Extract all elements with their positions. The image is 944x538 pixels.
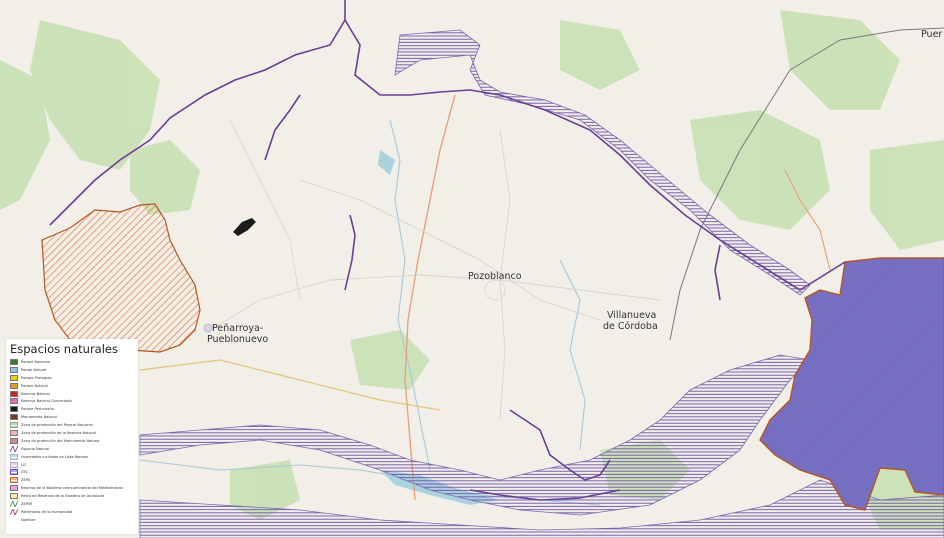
legend-item-label: Parque Natural <box>21 383 48 388</box>
legend-item: LIC <box>10 461 134 469</box>
legend-item: Reserva Natural Concertada <box>10 397 134 405</box>
legend-item-label: Monumento Natural <box>21 415 57 420</box>
legend-item: Reserva de la Biosfera Intercontinental … <box>10 484 134 492</box>
legend-swatch <box>10 517 18 523</box>
legend-item: ZEPA <box>10 476 134 484</box>
legend-item-label: LIC <box>21 462 27 467</box>
legend-item: Paisaje Protegido <box>10 374 134 382</box>
legend-swatch <box>10 406 18 413</box>
legend-item-label: Reserva Natural Concertada <box>21 399 72 404</box>
legend-swatch <box>10 453 18 460</box>
legend-item: ZEPIM <box>9 499 134 509</box>
parque-periurbano <box>233 218 256 236</box>
legend-item-label: Parque Periurbano <box>21 407 54 412</box>
legend-swatch <box>10 374 18 381</box>
legend-item: Resto de Reservas de la Biosfera de Anda… <box>10 492 134 500</box>
legend-swatch <box>9 499 19 509</box>
place-labels: Pozoblanco Villanueva de Córdoba Peñarro… <box>207 29 942 345</box>
legend-swatch <box>9 444 19 453</box>
legend-swatch <box>10 485 18 492</box>
legend-swatch <box>10 422 18 429</box>
legend-item: Nombre <box>10 516 134 524</box>
legend-swatch <box>9 507 19 516</box>
town-marker-penarroya <box>203 323 213 333</box>
legend-item-label: ZEPA <box>21 478 31 483</box>
legend-item-label: Patrimonio de la Humanidad <box>21 509 73 514</box>
legend-swatch <box>10 429 18 436</box>
legend-item-label: Paisaje Protegido <box>21 375 52 380</box>
town-marker-pozoblanco <box>484 279 506 301</box>
place-label-puer: Puer <box>921 29 942 40</box>
legend-item-label: Humedales incluidos en Lista Ramsar <box>21 454 89 459</box>
place-label-pozoblanco: Pozoblanco <box>468 271 522 282</box>
legend-swatch <box>10 461 18 468</box>
legend-swatch <box>10 366 18 373</box>
legend-item: Paraje Natural <box>10 366 134 374</box>
legend-swatch <box>10 493 18 500</box>
legend-item: Reserva Natural <box>10 390 134 398</box>
legend-item: Zona de protección del Monumento Natural <box>10 437 134 445</box>
legend-swatch <box>10 469 18 476</box>
legend-title: Espacios naturales <box>10 342 118 356</box>
legend-item: Espacio Natural <box>9 444 134 453</box>
legend-swatch <box>10 390 18 397</box>
legend-swatch <box>10 398 18 405</box>
zec-zone-east <box>759 257 944 511</box>
legend-item-label: Resto de Reservas de la Biosfera de Anda… <box>21 494 105 499</box>
place-label-pueblonuevo: Pueblonuevo <box>207 334 268 345</box>
legend-item: Monumento Natural <box>10 413 134 421</box>
legend-swatch <box>10 437 18 444</box>
lic-zones <box>139 29 944 538</box>
place-label-de-cordoba: de Córdoba <box>603 321 658 332</box>
roads <box>139 27 944 501</box>
legend-item: Parque Periurbano <box>10 405 134 413</box>
legend-item-label: ZEC <box>21 470 29 475</box>
legend-swatch <box>10 382 18 389</box>
legend-item: Parque Natural <box>10 382 134 390</box>
espacio-natural-boundaries <box>49 0 846 501</box>
legend-swatch <box>10 358 18 365</box>
place-label-villanueva: Villanueva <box>607 310 656 321</box>
legend-item-label: Zona de protección del Monumento Natural <box>21 438 100 443</box>
legend-item-label: Zona de protección de la Reserva Natural <box>21 430 96 435</box>
legend-item-label: Parque Nacional <box>21 359 51 364</box>
legend-item-label: ZEPIM <box>21 501 33 506</box>
legend-item-label: Paraje Natural <box>21 367 47 372</box>
legend-item-label: Reserva de la Biosfera Intercontinental … <box>21 486 123 491</box>
legend-item: Humedales incluidos en Lista Ramsar <box>10 453 134 461</box>
legend-item: Zona de protección del Parque Nacional <box>10 421 134 429</box>
place-label-penarroya: Peñarroya- <box>212 323 263 334</box>
legend-item-label: Nombre <box>21 517 36 522</box>
legend-item-label: Espacio Natural <box>21 446 50 451</box>
legend-item: Patrimonio de la Humanidad <box>9 507 134 516</box>
legend-item: Parque Nacional <box>10 358 134 366</box>
legend-item-label: Zona de protección del Parque Nacional <box>21 423 93 428</box>
legend-item: ZEC <box>10 468 134 476</box>
legend-item: Zona de protección de la Reserva Natural <box>10 429 134 437</box>
legend-swatch <box>10 414 18 421</box>
legend-item-label: Reserva Natural <box>21 391 50 396</box>
legend-swatch <box>10 477 18 484</box>
